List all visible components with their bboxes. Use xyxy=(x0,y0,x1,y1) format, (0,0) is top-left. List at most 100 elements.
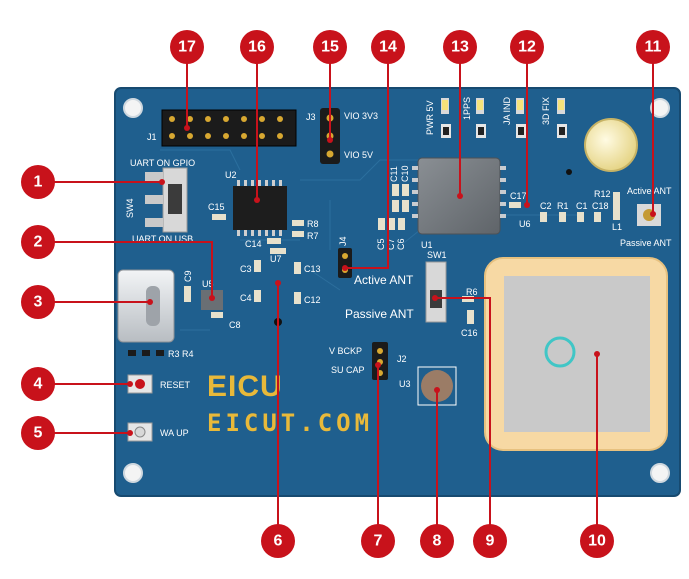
label-l1: L1 xyxy=(612,222,622,232)
label-ja-ind: JA IND xyxy=(502,96,512,125)
svg-text:8: 8 xyxy=(433,533,442,550)
eicut-logo: EICU xyxy=(207,370,283,403)
label-j2: J2 xyxy=(397,354,407,364)
smd-parts-right xyxy=(509,192,620,222)
sw1-antenna-switch xyxy=(425,261,447,323)
svg-text:4: 4 xyxy=(34,376,43,393)
callout-9: 9 xyxy=(473,524,507,558)
svg-text:1: 1 xyxy=(34,174,43,191)
svg-text:14: 14 xyxy=(379,39,397,56)
callout-2: 2 xyxy=(21,225,55,259)
smd-parts-r3r4 xyxy=(128,350,164,356)
label-passive-ant-small: Passive ANT xyxy=(620,238,672,248)
svg-text:17: 17 xyxy=(178,39,196,56)
callout-dots xyxy=(127,125,656,436)
callout-8: 8 xyxy=(420,524,454,558)
svg-text:9: 9 xyxy=(486,533,495,550)
label-c7: C7 xyxy=(386,238,396,250)
label-u1: U1 xyxy=(421,240,433,250)
label-u2: U2 xyxy=(225,170,237,180)
label-vio-5v: VIO 5V xyxy=(344,150,373,160)
callout-15: 15 xyxy=(313,30,347,64)
callout-17: 17 xyxy=(170,30,204,64)
label-j1: J1 xyxy=(147,132,157,142)
svg-text:13: 13 xyxy=(451,39,469,56)
j2-jumper xyxy=(372,342,388,380)
sw4-uart-switch xyxy=(145,167,188,233)
label-c13: C13 xyxy=(304,264,321,274)
label-c12: C12 xyxy=(304,295,321,305)
callout-4: 4 xyxy=(21,367,55,401)
label-r7: R7 xyxy=(307,231,319,241)
callout-16: 16 xyxy=(240,30,274,64)
label-reset: RESET xyxy=(160,380,191,390)
callout-3: 3 xyxy=(21,285,55,319)
label-u7: U7 xyxy=(270,254,282,264)
label-j4: J4 xyxy=(338,236,348,246)
label-c2: C2 xyxy=(540,201,552,211)
label-r3r4: R3 R4 xyxy=(168,349,194,359)
label-sw1: SW1 xyxy=(427,250,447,260)
label-r8: R8 xyxy=(307,219,319,229)
u-fl-connector xyxy=(637,204,661,226)
smd-parts-module xyxy=(378,184,409,230)
label-pwr-5v: PWR 5V xyxy=(425,100,435,135)
svg-text:11: 11 xyxy=(645,39,662,56)
eicut-website: EICUT.COM xyxy=(207,409,373,437)
label-c14: C14 xyxy=(245,239,262,249)
svg-text:2: 2 xyxy=(34,234,43,251)
callout-lines xyxy=(52,53,654,538)
mounting-holes xyxy=(123,98,670,483)
svg-text:3: 3 xyxy=(34,294,43,311)
label-vio-3v3: VIO 3V3 xyxy=(344,111,378,121)
smd-parts-usb xyxy=(184,286,223,318)
callout-14: 14 xyxy=(371,30,405,64)
label-active-ant: Active ANT xyxy=(354,273,414,287)
label-j3: J3 xyxy=(306,112,316,122)
label-sw4: SW4 xyxy=(125,198,135,218)
callout-10: 10 xyxy=(580,524,614,558)
patch-antenna xyxy=(484,257,668,451)
label-su-cap: SU CAP xyxy=(331,365,365,375)
label-c3: C3 xyxy=(240,264,252,274)
label-c6: C6 xyxy=(396,238,406,250)
label-uart-usb: UART ON USB xyxy=(132,234,193,244)
label-v-bckp: V BCKP xyxy=(329,346,362,356)
label-c9: C9 xyxy=(183,270,193,282)
label-c5: C5 xyxy=(376,238,386,250)
label-u5: U5 xyxy=(202,279,214,289)
callout-6: 6 xyxy=(261,524,295,558)
callout-1: 1 xyxy=(21,165,55,199)
label-uart-gpio: UART ON GPIO xyxy=(130,158,195,168)
pcb-traces xyxy=(160,149,580,331)
test-point xyxy=(566,169,572,175)
label-c11: C11 xyxy=(389,166,399,182)
svg-text:7: 7 xyxy=(374,533,383,550)
label-3d-fix: 3D FIX xyxy=(541,97,551,125)
j1-header xyxy=(161,109,297,147)
u7-area-parts xyxy=(254,248,301,304)
label-r1: R1 xyxy=(557,201,569,211)
label-u3: U3 xyxy=(399,379,411,389)
callout-7: 7 xyxy=(361,524,395,558)
callout-12: 12 xyxy=(510,30,544,64)
label-active-ant-small: Active ANT xyxy=(627,186,672,196)
svg-text:16: 16 xyxy=(248,39,266,56)
svg-text:15: 15 xyxy=(321,39,339,56)
label-r6: R6 xyxy=(466,287,478,297)
label-c17: C17 xyxy=(510,191,527,201)
svg-text:5: 5 xyxy=(34,425,43,442)
label-c10: C10 xyxy=(400,165,410,182)
callout-11: 11 xyxy=(636,30,670,64)
label-u6: U6 xyxy=(519,219,531,229)
label-c4: C4 xyxy=(240,293,252,303)
status-leds xyxy=(441,98,567,138)
callout-5: 5 xyxy=(21,416,55,450)
label-c1: C1 xyxy=(576,201,588,211)
label-1pps: 1PPS xyxy=(462,97,472,120)
usb-c-connector xyxy=(117,269,175,343)
label-wa-up: WA UP xyxy=(160,428,189,438)
j4-jumper xyxy=(338,248,352,278)
coin-cell-battery xyxy=(584,118,638,172)
